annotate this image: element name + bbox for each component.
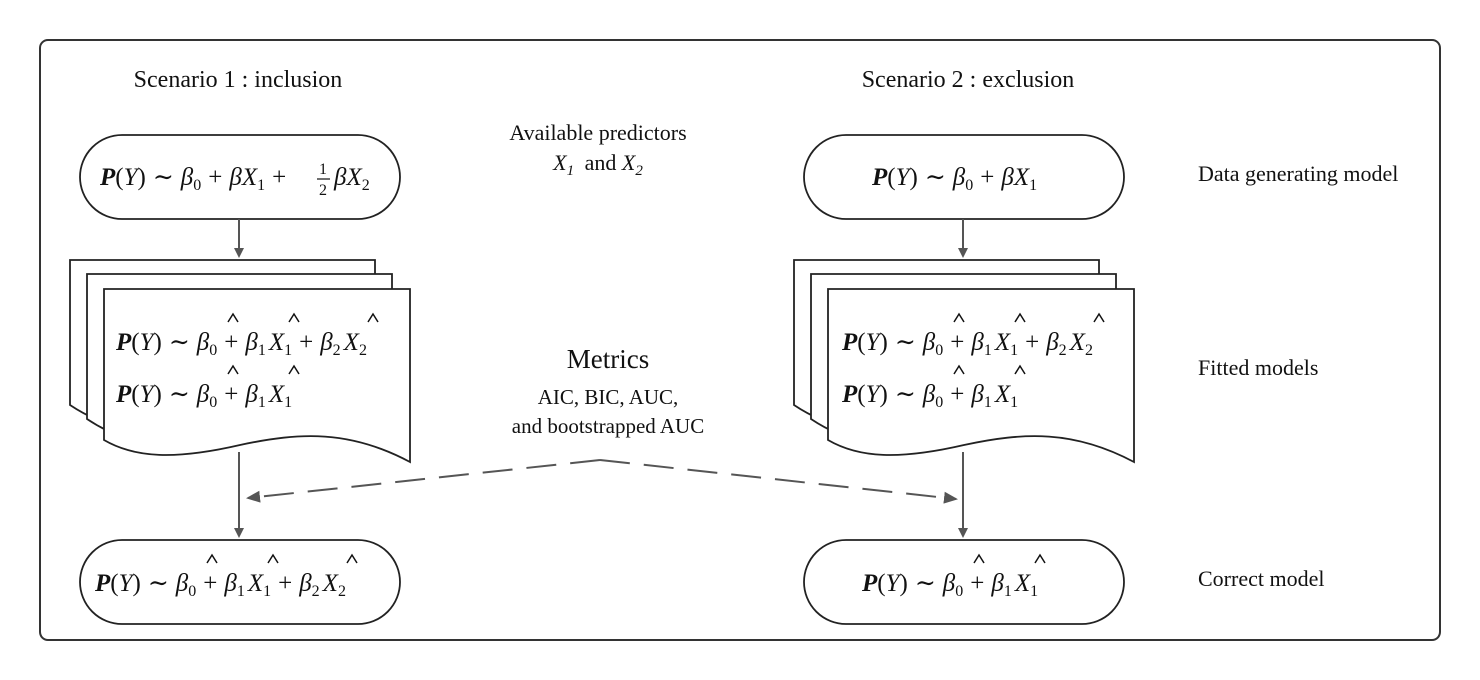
s1-hat-2a [227,364,239,375]
s1-frac-num: 1 [319,161,327,178]
s1-hat-2b [288,364,300,375]
s2-hat-3b [1034,553,1046,564]
label-correct-model: Correct model [1198,566,1324,591]
metrics-arrow-left [246,459,601,503]
label-data-generating: Data generating model [1198,161,1398,186]
s1-hat-1a [227,312,239,323]
s2-correct-box [803,539,1125,625]
scenario-1-title: Scenario 1 : inclusion [134,67,343,93]
scenario-2-title: Scenario 2 : exclusion [862,67,1075,93]
s1-hat-3c [346,553,358,564]
s1-hat-1b [288,312,300,323]
metrics-title: Metrics [567,344,649,374]
s2-hat-3a [973,553,985,564]
metrics-line-2: and bootstrapped AUC [512,414,704,438]
s2-doc-front [827,288,1135,464]
s1-hat-3a [206,553,218,564]
s2-hat-1b [1014,312,1026,323]
s1-correct-box [79,539,401,625]
s2-hat-1c [1093,312,1105,323]
s1-frac-den: 2 [319,182,327,199]
predictors-label: Available predictors [509,120,686,145]
s2-hat-2b [1014,364,1026,375]
label-fitted-models: Fitted models [1198,355,1318,380]
metrics-arrow-right [599,459,958,504]
s2-hat-1a [953,312,965,323]
s2-generating-formula: P(Y)∼β0+βX1 [871,164,1037,194]
s1-generating-formula-tail: βX2 [333,164,370,194]
predictors-vars: X1 and X2 [552,150,643,179]
metrics-line-1: AIC, BIC, AUC, [538,385,679,409]
s1-hat-3b [267,553,279,564]
s1-generating-formula: P(Y)∼β0+βX1+ [99,164,286,194]
s1-doc-front [103,288,411,464]
s2-hat-2a [953,364,965,375]
s1-hat-1c [367,312,379,323]
